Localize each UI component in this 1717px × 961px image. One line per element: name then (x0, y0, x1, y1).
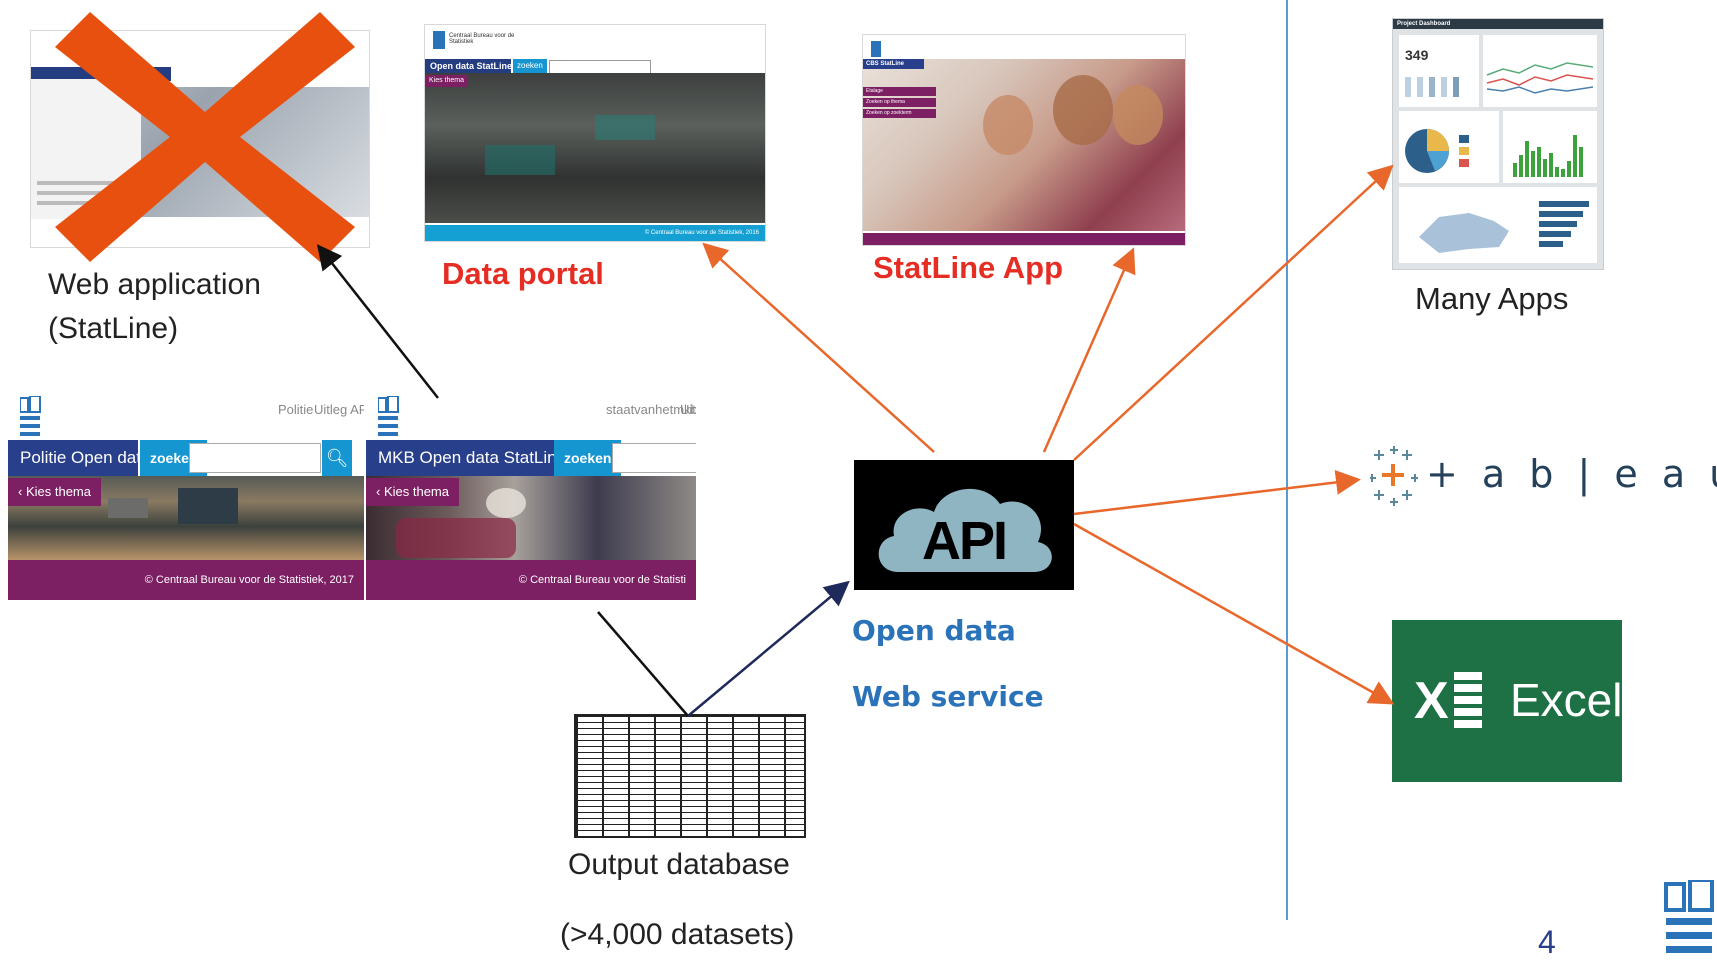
cbs-logo-icon (378, 396, 399, 436)
nav-link-uitleg-api[interactable]: Uitleg API (314, 402, 364, 417)
output-database-table-icon (574, 714, 806, 838)
cbs-logo-icon (871, 41, 881, 57)
arrow-api-to-statline-app (1042, 247, 1136, 453)
cbs-logo-icon (20, 396, 41, 436)
api-caption-web-service: Web service (852, 680, 1044, 713)
arrow-db-to-api (687, 580, 850, 717)
api-caption-open-data: Open data (852, 614, 1016, 647)
data-portal-label: Data portal (442, 256, 604, 291)
cross-out-icon (55, 12, 355, 262)
nav-link-staatvanhetmkb[interactable]: staatvanhetmkb.nl (606, 402, 696, 417)
mkb-open-data-screenshot: staatvanhetmkb.nl Uitleg MKB Open data S… (366, 388, 696, 600)
tableau-wordmark: + a b | e a u (1426, 452, 1717, 496)
arrow-api-to-many-apps (1073, 164, 1394, 461)
politie-kies-thema-button[interactable]: ‹ Kies thema (8, 478, 101, 506)
statline-app-menu-item: Zoeken op zoekterm (863, 109, 936, 118)
mkb-search-input[interactable] (612, 443, 696, 473)
data-portal-screenshot: Centraal Bureau voor de Statistiek Open … (424, 24, 766, 242)
api-text: API (921, 511, 1008, 571)
api-box: API (854, 460, 1074, 590)
excel-label: Excel (1510, 674, 1623, 726)
politie-search-label: zoeken (140, 440, 208, 476)
mkb-search-label: zoeken (554, 440, 622, 476)
statline-app-header: CBS StatLine (863, 59, 924, 69)
cbs-logo-icon (1664, 880, 1714, 953)
data-portal-theme-button: Kies thema (425, 75, 469, 87)
section-divider (1286, 0, 1288, 920)
politie-footer: © Centraal Bureau voor de Statistiek, 20… (8, 560, 364, 600)
nav-link-politie[interactable]: Politie (278, 402, 314, 417)
search-icon[interactable]: 🔍︎ (322, 440, 352, 476)
page-number: 4 (1538, 924, 1556, 960)
cbs-logo-icon (433, 31, 445, 49)
output-database-sublabel: (>4,000 datasets) (560, 918, 795, 951)
data-portal-search-label: zoeken (513, 59, 547, 73)
line-db-to-tiles (597, 611, 689, 717)
cloud-icon (878, 488, 1052, 572)
arrow-api-to-tableau (1073, 469, 1361, 516)
web-application-sublabel: (StatLine) (48, 312, 179, 345)
statline-app-screenshot: CBS StatLine Etalage Zoeken op thema Zoe… (862, 34, 1186, 246)
statline-app-menu-item: Zoeken op thema (863, 98, 936, 107)
data-portal-footer: © Centraal Bureau voor de Statistiek, 20… (425, 225, 765, 241)
statline-app-label: StatLine App (873, 250, 1064, 285)
mkb-footer: © Centraal Bureau voor de Statisti (366, 560, 696, 600)
nav-link-uitleg[interactable]: Uitleg (680, 402, 696, 417)
data-portal-header: Open data StatLine (425, 59, 512, 73)
arrow-api-to-excel (1073, 522, 1395, 705)
mkb-title: MKB Open data StatLine (366, 440, 566, 476)
dashboard-kpi-value: 349 (1405, 47, 1429, 63)
web-application-label: Web application (48, 268, 261, 301)
chevron-left-icon: ‹ (18, 484, 26, 499)
statline-app-menu-item: Etalage (863, 87, 936, 96)
arrow-tiles-to-web-app (316, 244, 439, 399)
dashboard-title: Project Dashboard (1393, 19, 1603, 29)
tableau-cross-icon (1368, 446, 1419, 506)
chevron-left-icon: ‹ (376, 484, 384, 499)
many-apps-dashboard: Project Dashboard 349 (1392, 18, 1604, 270)
politie-open-data-screenshot: Politie Uitleg API Politie Open data zoe… (8, 388, 364, 600)
politie-title: Politie Open data (8, 440, 150, 476)
many-apps-label: Many Apps (1415, 281, 1569, 316)
politie-search-input[interactable] (189, 443, 321, 473)
output-database-label: Output database (568, 848, 790, 881)
excel-logo: X Excel (1392, 620, 1622, 782)
mkb-kies-thema-button[interactable]: ‹ Kies thema (366, 478, 459, 506)
arrow-api-to-data-portal (702, 242, 935, 453)
brand-name: Centraal Bureau voor de Statistiek (449, 33, 515, 45)
excel-icon: X (1414, 666, 1484, 736)
tableau-logo: + a b | e a u (1368, 446, 1717, 506)
